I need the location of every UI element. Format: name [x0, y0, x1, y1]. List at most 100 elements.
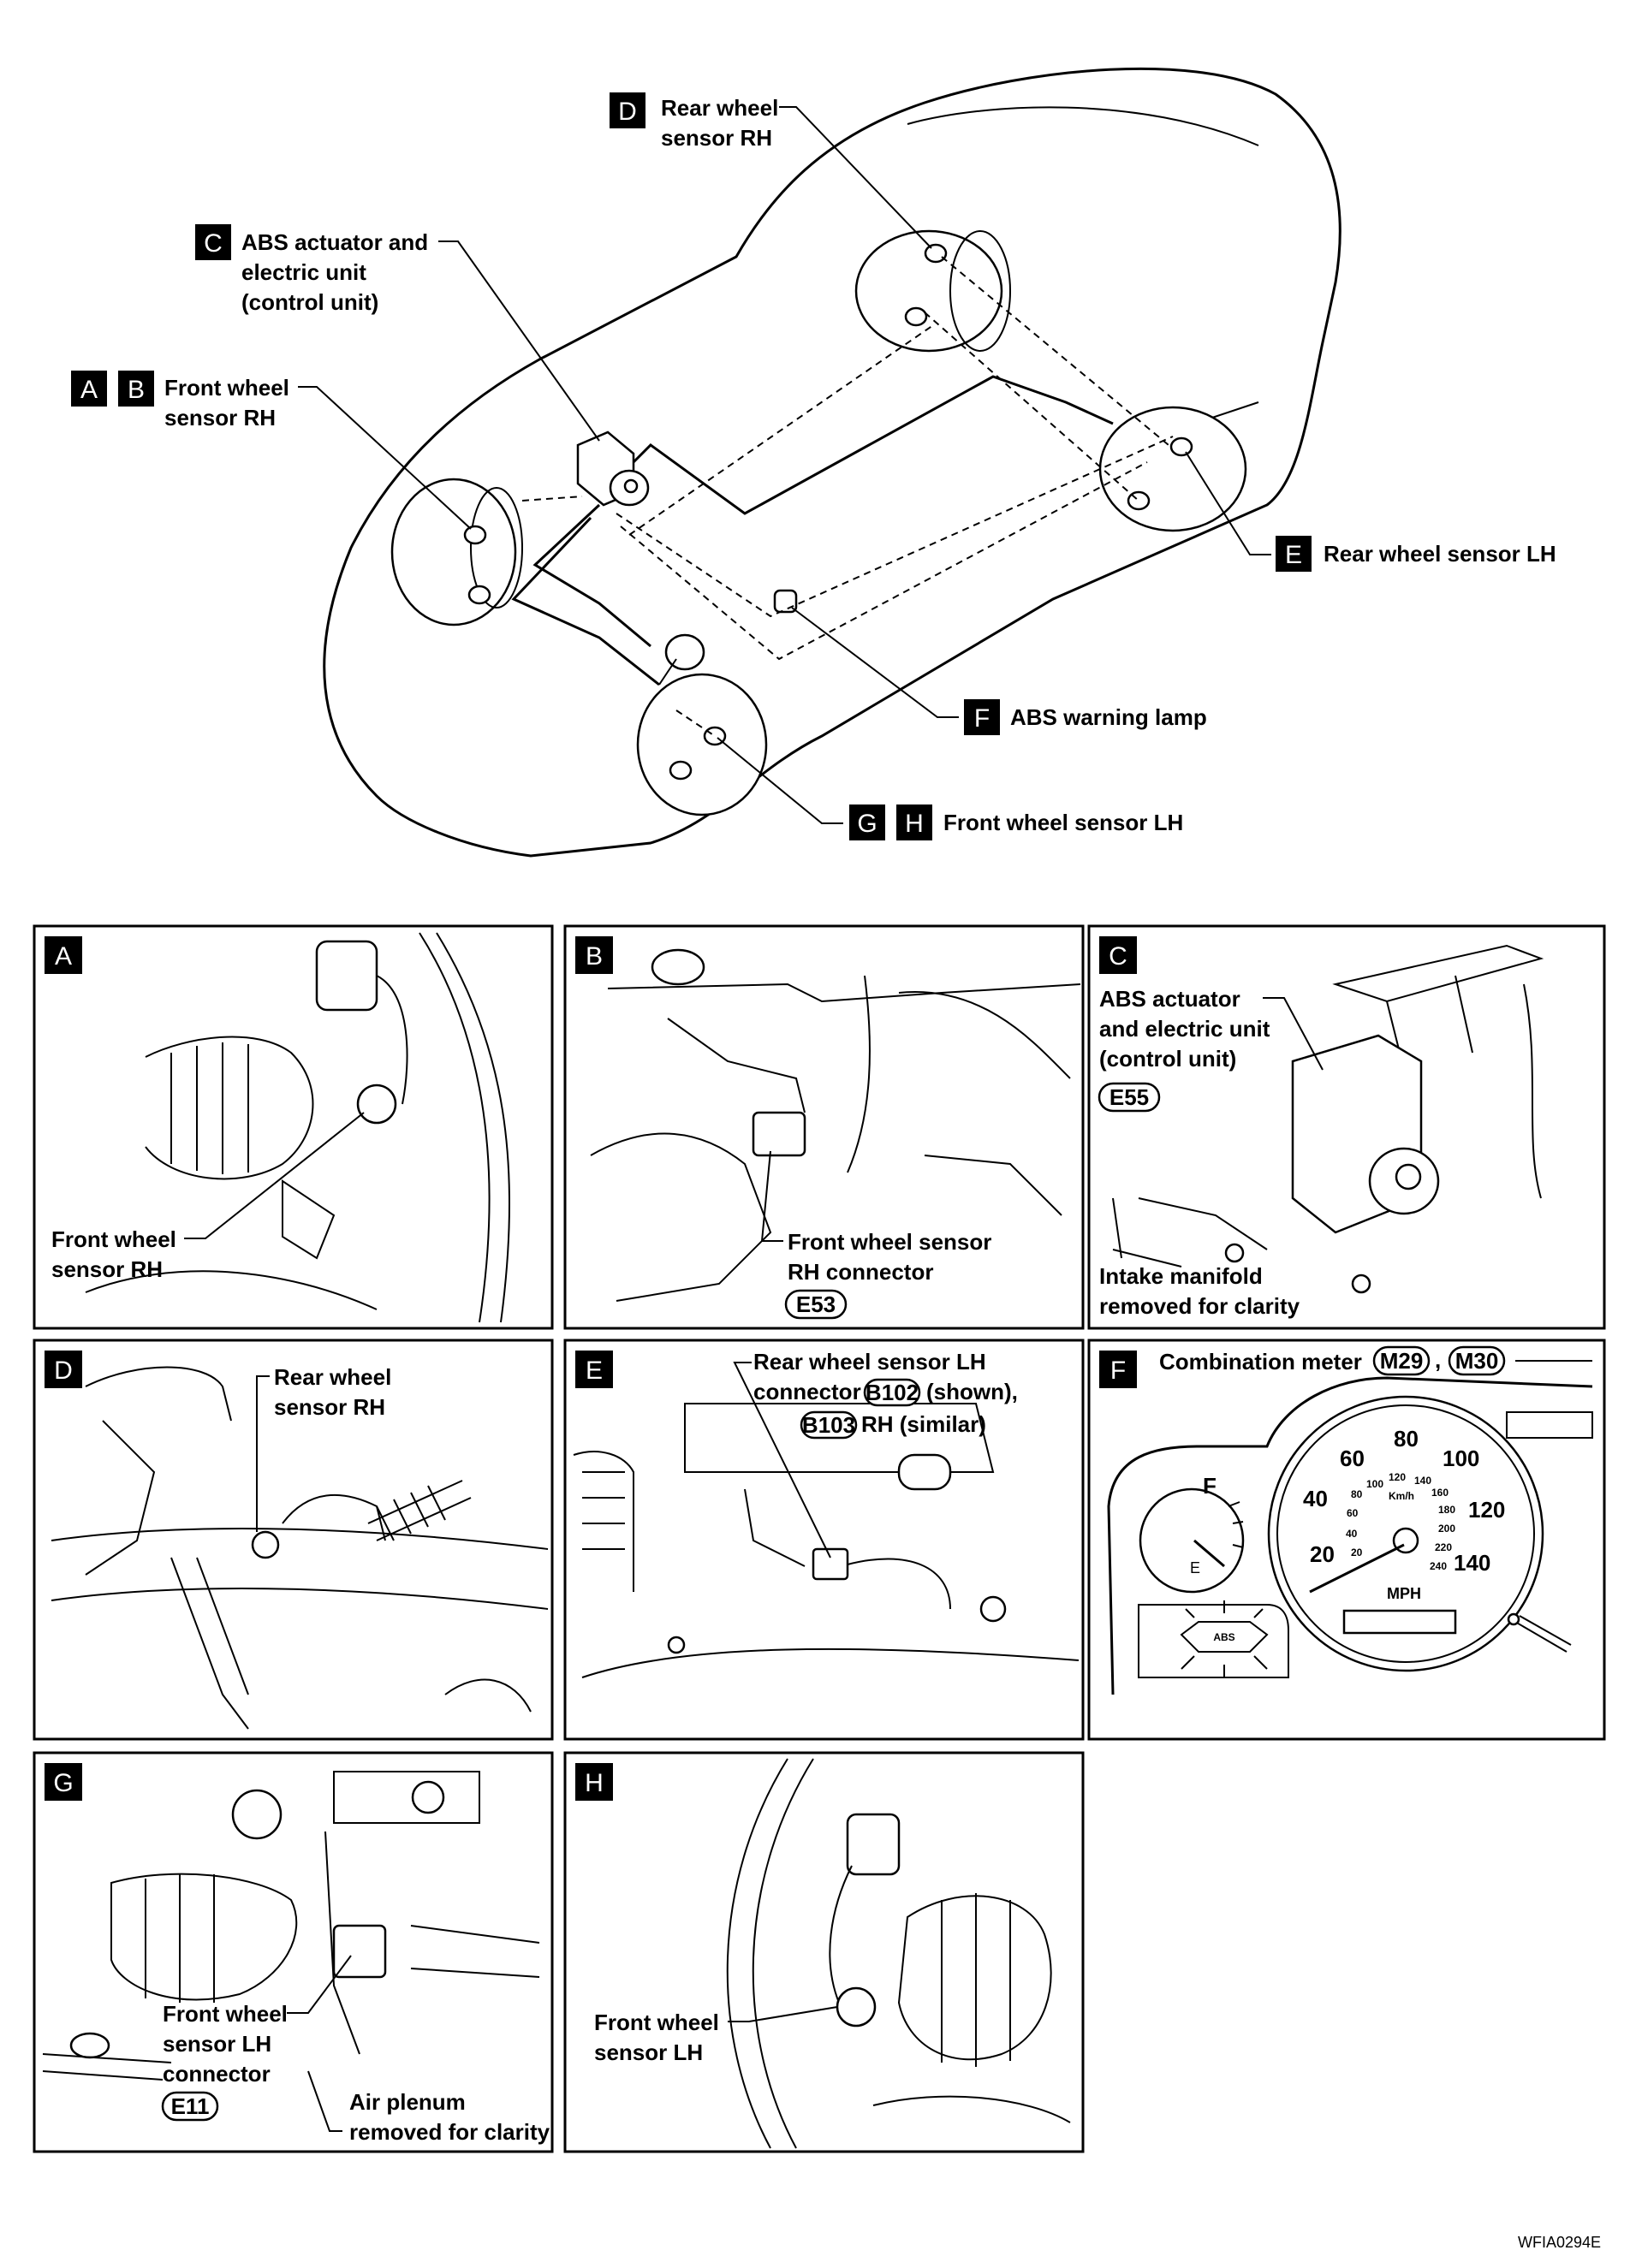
svg-text:100: 100: [1366, 1478, 1383, 1490]
callout-C-abs-actuator: C ABS actuator and electric unit (contro…: [195, 224, 600, 442]
rear-right-wheel: [854, 229, 1011, 353]
panel-b: B Front wheel sensor RH connector E53: [575, 936, 1081, 1320]
svg-text:E11: E11: [171, 2093, 210, 2119]
connector-b103-badge: B103: [800, 1410, 858, 1440]
svg-text:,: ,: [1435, 1347, 1441, 1373]
svg-text:sensor RH: sensor RH: [51, 1256, 163, 1282]
svg-text:60: 60: [1340, 1446, 1365, 1471]
svg-text:120: 120: [1389, 1471, 1406, 1483]
svg-text:Rear wheel: Rear wheel: [661, 95, 778, 121]
abs-warning-lamp-indicator: ABS: [1138, 1600, 1289, 1678]
svg-text:60: 60: [1347, 1507, 1359, 1519]
svg-text:Km/h: Km/h: [1389, 1490, 1414, 1502]
abs-actuator-shape: [576, 430, 650, 507]
connector-e11-badge: E11: [161, 2091, 219, 2122]
svg-text:sensor LH: sensor LH: [163, 2031, 271, 2057]
svg-text:E: E: [586, 1357, 603, 1385]
panel-frames: [33, 924, 1606, 2153]
svg-text:E: E: [1190, 1559, 1200, 1576]
svg-text:M29: M29: [1380, 1348, 1424, 1374]
svg-text:connector: connector: [753, 1379, 861, 1404]
svg-text:B: B: [586, 942, 603, 971]
svg-text:connector: connector: [163, 2061, 271, 2087]
connector-m30-badge: M30: [1448, 1345, 1506, 1376]
svg-text:E: E: [1285, 541, 1302, 569]
svg-text:ABS actuator and: ABS actuator and: [241, 229, 428, 255]
svg-text:A: A: [55, 942, 72, 971]
svg-text:180: 180: [1438, 1504, 1455, 1516]
svg-text:and electric unit: and electric unit: [1099, 1016, 1270, 1042]
car-body-outline: [323, 67, 1341, 858]
svg-text:E55: E55: [1109, 1084, 1149, 1110]
panel-c: C ABS actuator and electric unit (contro…: [1098, 936, 1544, 1319]
svg-text:120: 120: [1468, 1497, 1505, 1523]
connector-e53-badge: E53: [784, 1289, 848, 1320]
svg-text:40: 40: [1346, 1528, 1358, 1540]
panel-g: G Front wheel sensor LH connector E11 Ai…: [42, 1763, 550, 2145]
svg-text:H: H: [905, 810, 924, 838]
svg-text:M30: M30: [1455, 1348, 1499, 1374]
svg-text:Front wheel sensor LH: Front wheel sensor LH: [943, 810, 1183, 835]
speedometer: 20 40 60 80 100 120 140 20 40 60 80 100 …: [1267, 1395, 1544, 1672]
svg-text:F: F: [974, 704, 990, 733]
callout-GH-front-wheel-sensor-lh: G H Front wheel sensor LH: [717, 737, 1183, 840]
svg-text:A: A: [80, 376, 98, 404]
svg-text:240: 240: [1430, 1560, 1447, 1572]
connector-e55-badge: E55: [1098, 1082, 1161, 1113]
svg-text:(control unit): (control unit): [1099, 1046, 1236, 1072]
svg-text:C: C: [204, 229, 223, 258]
front-left-wheel: [636, 673, 768, 816]
svg-text:20: 20: [1310, 1541, 1335, 1567]
panel-f: F Combination meter M29 , M30 F E ABS: [1099, 1345, 1593, 1695]
panel-e: E Rear wheel sensor LH connector B102 (s…: [573, 1349, 1080, 1678]
svg-text:20: 20: [1351, 1547, 1363, 1559]
callout-AB-front-wheel-sensor-rh: A B Front wheel sensor RH: [71, 371, 472, 530]
svg-text:B: B: [128, 376, 145, 404]
svg-text:220: 220: [1435, 1541, 1452, 1553]
panel-a: A Front wheel sensor RH: [45, 932, 511, 1323]
svg-text:G: G: [53, 1769, 73, 1797]
connector-b102-badge: B102: [863, 1378, 921, 1407]
svg-text:E53: E53: [796, 1291, 836, 1317]
svg-text:Front wheel: Front wheel: [163, 2001, 288, 2027]
svg-text:removed for clarity: removed for clarity: [349, 2119, 550, 2145]
svg-text:sensor RH: sensor RH: [661, 125, 772, 151]
svg-text:Combination meter: Combination meter: [1159, 1349, 1362, 1374]
svg-text:ABS actuator: ABS actuator: [1099, 986, 1240, 1012]
svg-text:sensor LH: sensor LH: [594, 2039, 703, 2065]
svg-text:Intake manifold: Intake manifold: [1099, 1263, 1263, 1289]
svg-text:Front wheel: Front wheel: [164, 375, 289, 401]
svg-text:ABS warning lamp: ABS warning lamp: [1010, 704, 1207, 730]
svg-text:Front wheel sensor: Front wheel sensor: [788, 1229, 991, 1255]
svg-text:B103: B103: [802, 1412, 855, 1438]
svg-text:Rear wheel: Rear wheel: [274, 1364, 391, 1390]
svg-text:140: 140: [1454, 1550, 1490, 1576]
svg-text:sensor RH: sensor RH: [164, 405, 276, 430]
svg-text:RH connector: RH connector: [788, 1259, 933, 1285]
connector-m29-badge: M29: [1372, 1345, 1431, 1376]
fuel-gauge: F E: [1139, 1473, 1245, 1594]
svg-text:160: 160: [1431, 1487, 1449, 1499]
svg-text:F: F: [1203, 1473, 1217, 1499]
car-overview: [323, 67, 1341, 858]
svg-text:sensor RH: sensor RH: [274, 1394, 385, 1420]
callout-F-abs-warning-lamp: F ABS warning lamp: [791, 607, 1207, 735]
svg-text:ABS: ABS: [1213, 1631, 1234, 1643]
svg-text:removed for clarity: removed for clarity: [1099, 1293, 1300, 1319]
svg-text:40: 40: [1303, 1486, 1328, 1511]
svg-text:D: D: [54, 1357, 73, 1385]
svg-text:B102: B102: [866, 1380, 919, 1405]
callout-E-rear-wheel-sensor-lh: E Rear wheel sensor LH: [1185, 451, 1556, 572]
svg-text:RH (similar): RH (similar): [861, 1411, 986, 1437]
rear-left-wheel: [1098, 406, 1247, 532]
svg-text:80: 80: [1394, 1426, 1419, 1452]
svg-text:Rear wheel sensor LH: Rear wheel sensor LH: [753, 1349, 986, 1374]
callout-letter: D: [618, 98, 637, 126]
svg-text:H: H: [585, 1769, 604, 1797]
svg-text:(shown),: (shown),: [926, 1379, 1018, 1404]
svg-text:(control unit): (control unit): [241, 289, 378, 315]
svg-text:electric unit: electric unit: [241, 259, 366, 285]
panel-h: H Front wheel sensor LH: [575, 1758, 1071, 2149]
panel-d: D Rear wheel sensor RH: [45, 1351, 549, 1730]
figure-id: WFIA0294E: [1518, 2234, 1601, 2251]
